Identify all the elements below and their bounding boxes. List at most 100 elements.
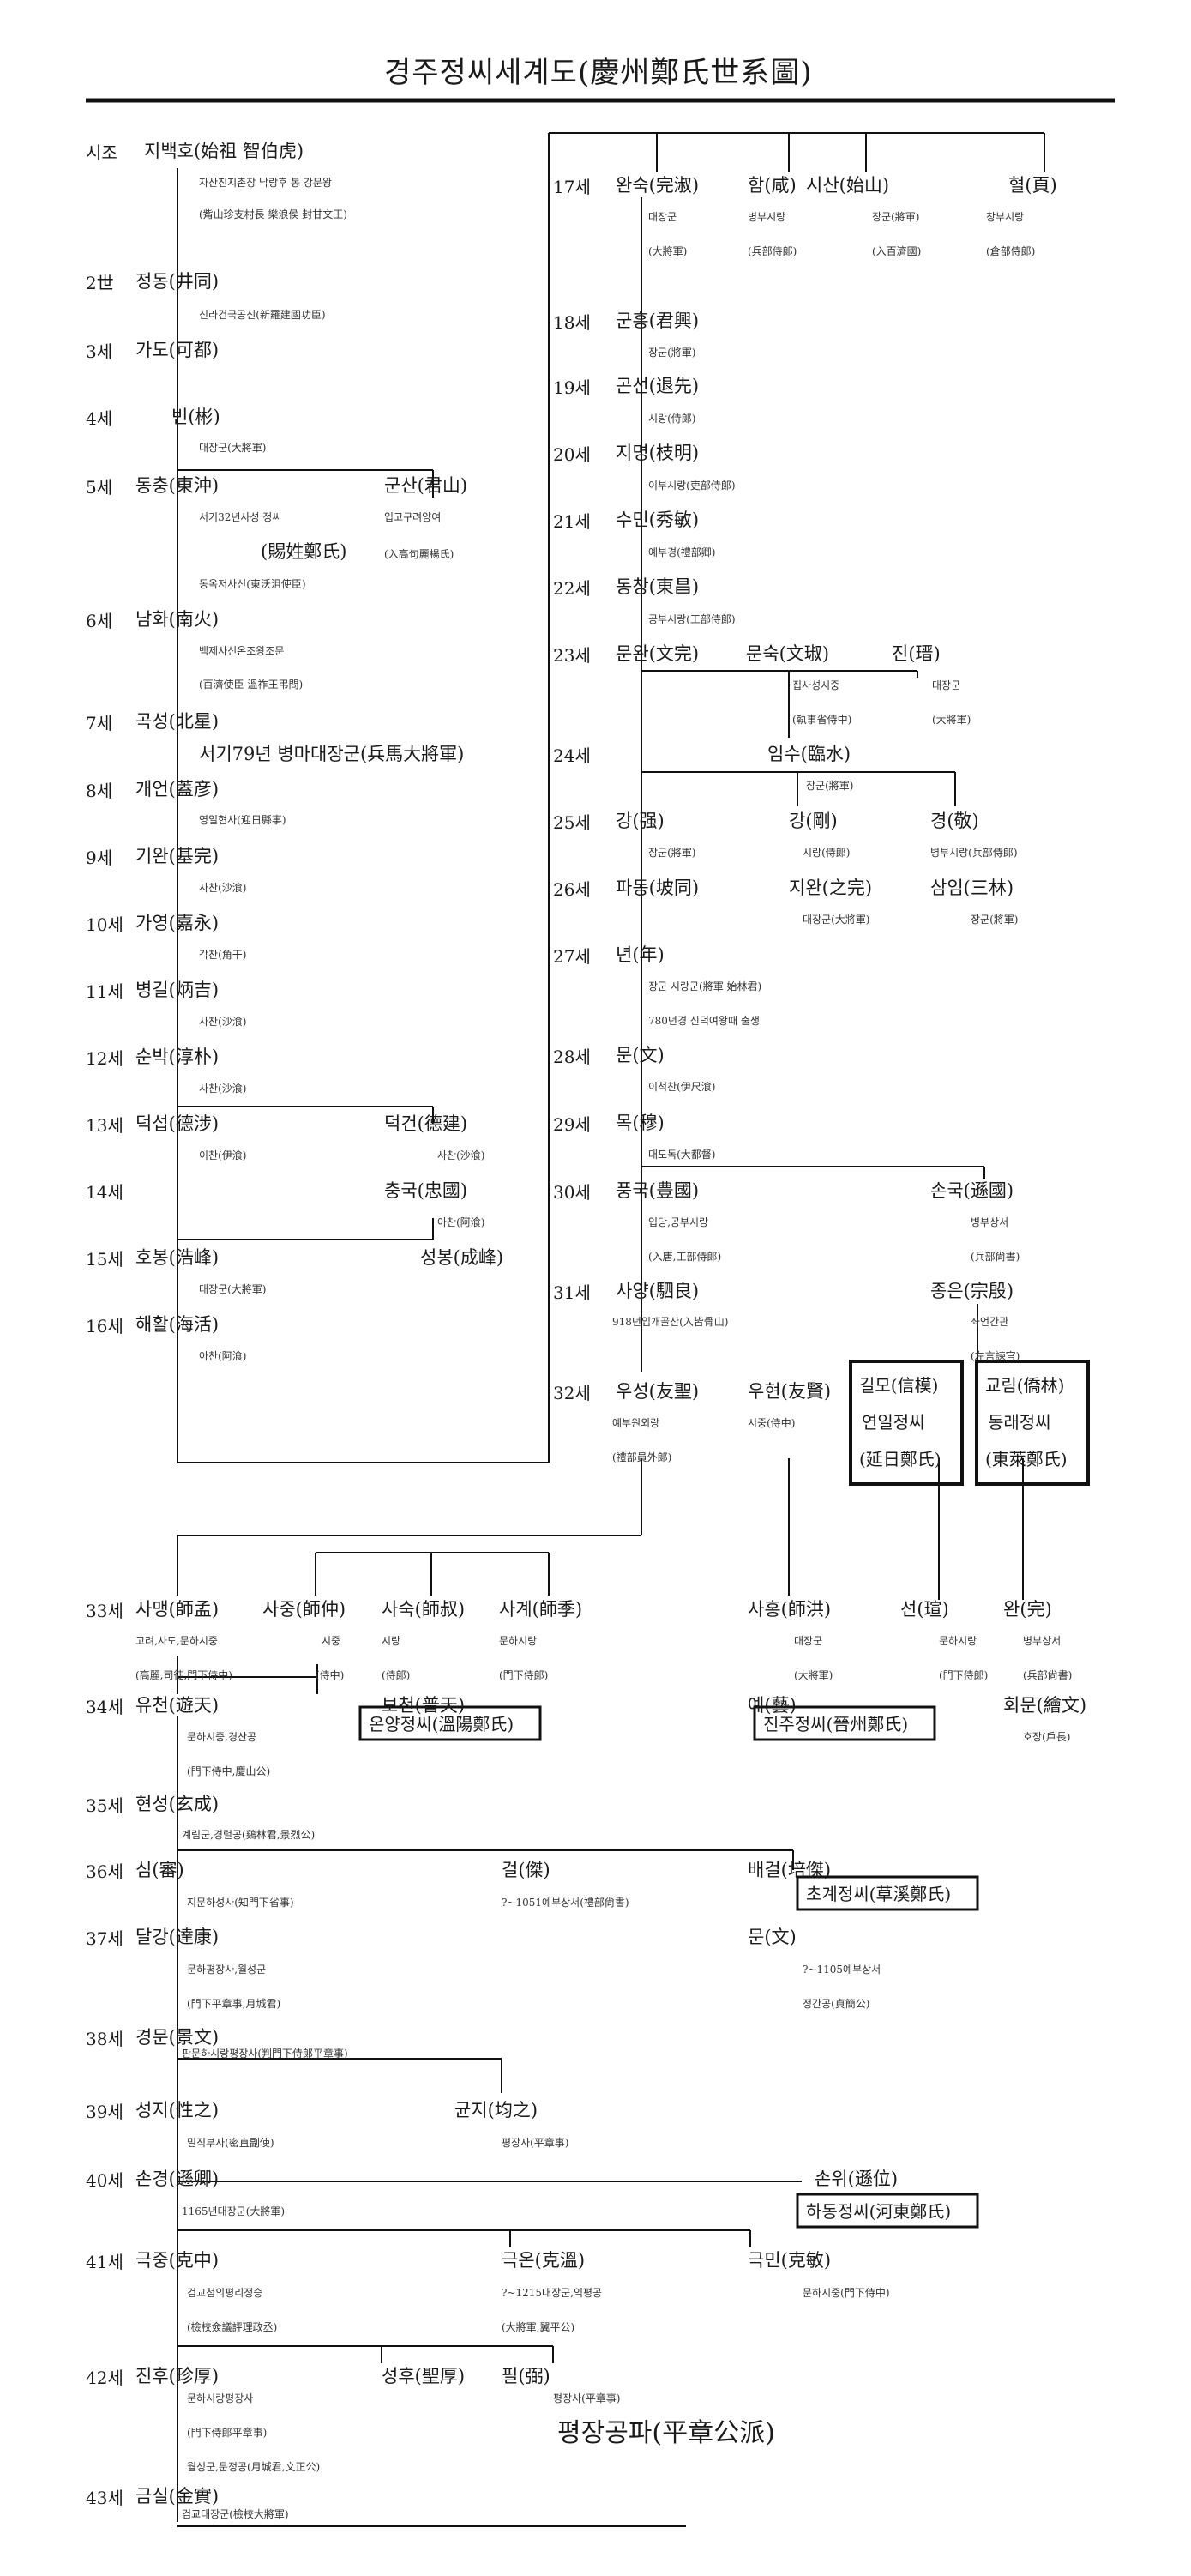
person-name: 극중(克中) [135,2250,220,2271]
person-note: (大將軍,翼平公) [502,2321,575,2333]
person-note: 창부시랑 [986,211,1025,223]
gen-label: 시조 [86,142,117,163]
person-note: 문하시중,경산공 [187,1731,257,1743]
person-note: 시랑(侍郞) [648,413,696,425]
person-note: 평장사(平章事) [553,2392,621,2404]
person-note: (檢校僉議評理政丞) [187,2321,278,2333]
person-name: 임수(臨水) [767,744,851,764]
gen-label: 6세 [86,611,113,631]
boxed-clan-name: 연일정씨 [862,1412,925,1433]
person-note: 백제사신온조왕조문 [199,645,285,657]
person-note: 문하시랑 [499,1635,538,1647]
person-note: 병부상서 [1023,1635,1062,1647]
person-name: 회문(繪文) [1003,1695,1087,1716]
person-note: 좌언간관 [971,1316,1009,1328]
person-note: 서기32년사성 정씨 [199,511,282,523]
person-note: 입고구려양여 [384,511,442,523]
person-note-large: 서기79년 병마대장군(兵馬大將軍) [199,744,465,764]
gen-label: 11세 [86,981,123,1002]
person-note: (門下侍郞) [499,1669,549,1681]
person-note: ?~1105예부상서 [803,1964,881,1976]
person-note: (執事省侍中) [792,714,852,726]
person-name: 군산(君山) [384,475,468,496]
gen-label: 14세 [86,1182,123,1203]
person-note: (大將軍) [648,245,688,257]
person-name: 사양(駟良) [616,1281,700,1301]
person-name: 강(强) [616,811,665,831]
gen-label: 38세 [86,2029,123,2049]
person-note: 사찬(沙湌) [437,1149,485,1161]
person-note: 병부시랑(兵部侍郞) [930,847,1018,859]
person-name: 진후(珍厚) [135,2366,220,2386]
person-note: 장군(將軍) [648,347,696,359]
gen-label: 15세 [86,1249,123,1270]
person-name: 병길(炳吉) [135,980,220,1000]
person-note: 장군(將軍) [806,780,854,792]
person-name: 균지(均之) [454,2100,538,2121]
person-note: 문하평장사,월성군 [187,1964,267,1976]
person-name: 가영(嘉永) [135,913,220,933]
gen-label: 19세 [553,377,591,398]
person-name: 우현(友賢) [748,1381,832,1402]
person-note: 문하시중(門下侍中) [803,2287,890,2299]
person-name: 수민(秀敏) [616,510,700,530]
person-note: 대장군 [932,679,961,691]
person-name: 종은(宗殷) [930,1281,1014,1301]
person-name: 보천(普天) [382,1695,466,1716]
person-note: 대장군(大將軍) [803,914,870,926]
person-note: (高麗,司徒,門下侍中) [135,1669,232,1681]
gen-label: 41세 [86,2252,123,2272]
person-note: 각찬(角干) [199,949,247,961]
person-name: 달강(達康) [135,1927,220,1947]
person-name: 파동(坡同) [616,878,700,898]
person-name: 덕섭(德涉) [135,1113,220,1134]
boxed-clan-name: (延日鄭氏) [859,1449,941,1469]
person-name: 경문(景文) [135,2027,220,2048]
boxed-clan-name: (東萊鄭氏) [985,1449,1068,1469]
person-name: 함(咸) [748,175,797,196]
person-name: 정동(井同) [135,271,220,292]
person-note: (大將軍) [932,714,971,726]
person-name: 군흥(君興) [616,311,700,331]
person-note: 장군(將軍) [971,914,1019,926]
gen-label: 16세 [86,1316,123,1336]
gen-label: 33세 [86,1601,123,1621]
gen-label: 43세 [86,2488,123,2508]
person-note: 대장군 [648,211,677,223]
branch-name: 평장공파(平章公派) [557,2418,775,2448]
gen-label: 9세 [86,848,113,868]
person-name: 순박(淳朴) [135,1047,220,1067]
person-note: 대장군(大將軍) [199,442,267,454]
gen-label: 4세 [86,408,113,429]
person-name: 손국(遜國) [930,1180,1014,1201]
gen-label: 27세 [553,946,591,967]
person-note: 지문하성사(知門下省事) [187,1897,294,1909]
person-note: 이척찬(伊尺湌) [648,1081,716,1093]
person-name: 동충(東沖) [135,475,220,496]
gen-label: 34세 [86,1697,123,1717]
person-name: 지명(枝明) [616,443,700,463]
person-note: (禮部員外郞) [612,1451,672,1463]
gen-label: 22세 [553,578,591,599]
person-name: 걸(傑) [502,1860,550,1880]
person-name: 덕건(德建) [384,1113,468,1134]
person-name: 사계(師季) [499,1599,583,1620]
boxed-clan-name: 동래정씨 [988,1412,1051,1433]
person-note: 아찬(阿湌) [199,1350,247,1362]
person-note: (觜山珍支村長 樂浪侯 封甘文王) [199,208,347,220]
gen-label: 10세 [86,914,123,935]
person-name: 곡성(北星) [135,711,220,732]
gen-label: 3세 [86,341,113,362]
person-note: (侍中) [316,1669,345,1681]
gen-label: 37세 [86,1928,123,1949]
person-note: 아찬(阿湌) [437,1216,485,1228]
person-note: 병부상서 [971,1216,1009,1228]
gen-label: 20세 [553,444,591,465]
person-note: (百濟使臣 溫祚王弔問) [199,679,304,691]
person-name: 사맹(師孟) [135,1599,220,1620]
person-note: 예부원외랑 [612,1417,660,1429]
person-note: 대장군 [794,1635,823,1647]
person-name: 문(文) [748,1927,797,1947]
boxed-clan-name: 진주정씨(晉州鄭氏) [763,1714,909,1734]
